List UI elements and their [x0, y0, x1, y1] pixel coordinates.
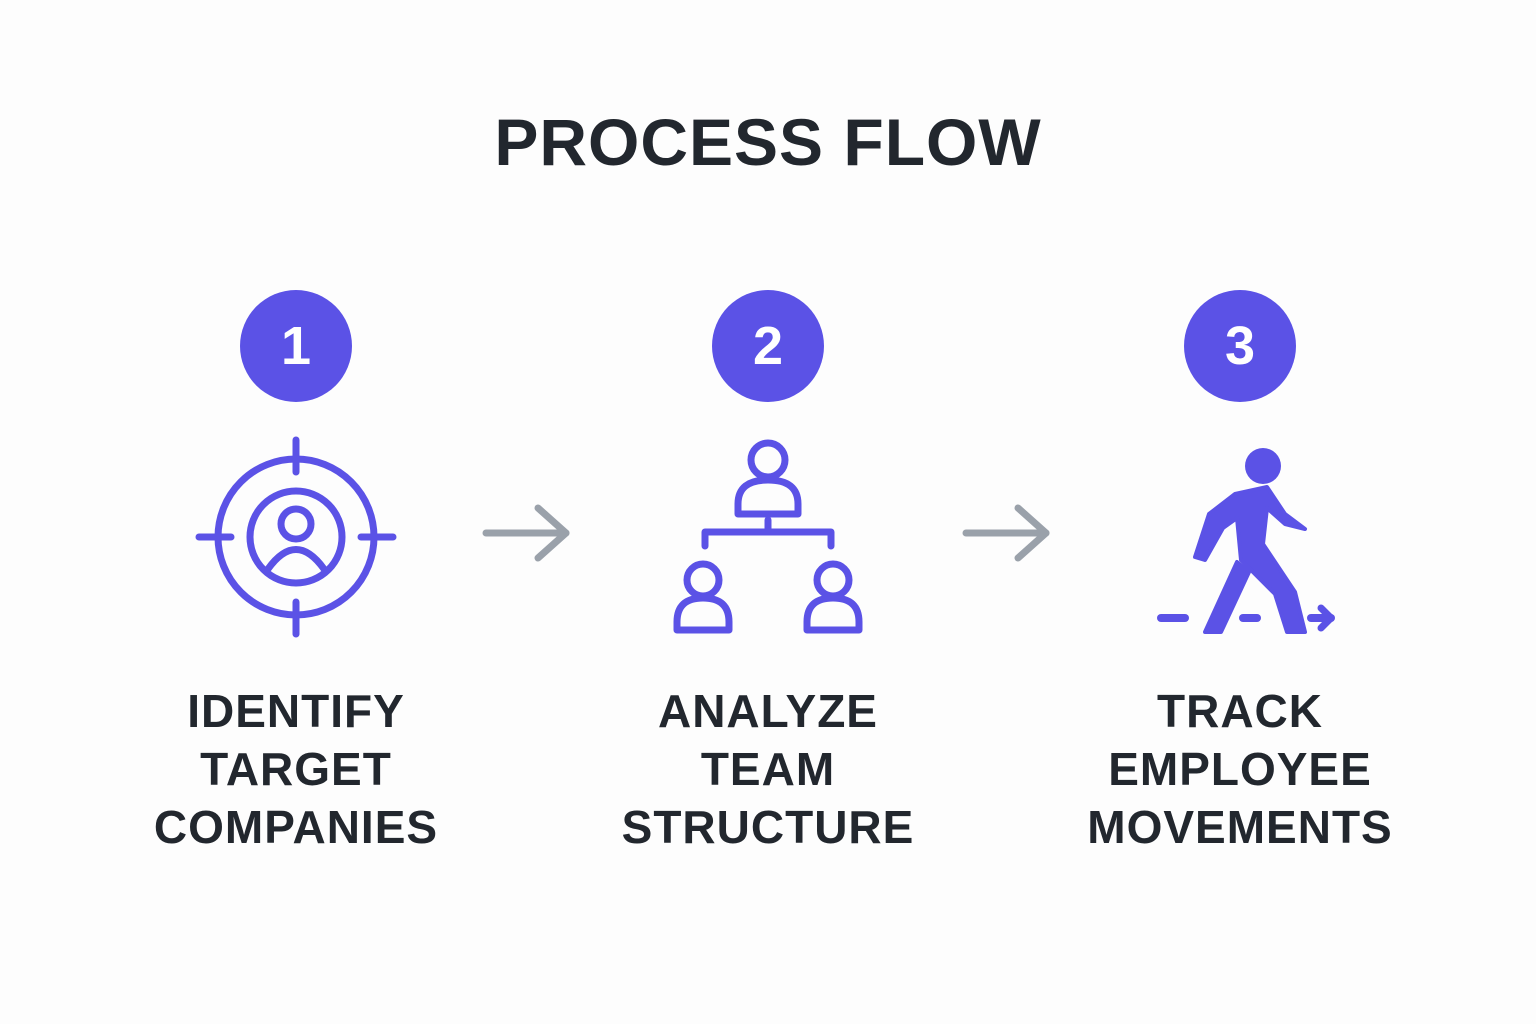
label-line: ANALYZE: [657, 685, 878, 737]
label-line: MOVEMENTS: [1087, 801, 1393, 853]
step-number-badge: 2: [712, 290, 824, 402]
step-3: 3 TRACK EMPLOYEE MOVEMENTS: [1030, 290, 1450, 856]
step-label: IDENTIFY TARGET COMPANIES: [154, 682, 438, 856]
step-number-badge: 3: [1184, 290, 1296, 402]
arrow-right-icon: [962, 504, 1050, 562]
label-line: TARGET: [200, 743, 392, 795]
step-label: TRACK EMPLOYEE MOVEMENTS: [1087, 682, 1392, 856]
arrow-right-icon: [482, 504, 570, 562]
label-line: COMPANIES: [153, 801, 439, 853]
label-line: EMPLOYEE: [1108, 743, 1372, 795]
label-line: TEAM: [700, 743, 836, 795]
org-chart-icon: [673, 439, 863, 634]
walking-person-icon: [1157, 448, 1335, 634]
target-person-icon: [195, 436, 397, 638]
label-line: STRUCTURE: [621, 801, 915, 853]
label-line: TRACK: [1157, 685, 1323, 737]
step-label: ANALYZE TEAM STRUCTURE: [622, 682, 915, 856]
step-1: 1 IDENTIFY TARGET COMPANIES: [86, 290, 506, 856]
label-line: IDENTIFY: [187, 685, 405, 737]
page-title: PROCESS FLOW: [494, 105, 1042, 179]
step-number-badge: 1: [240, 290, 352, 402]
step-2: 2 ANALYZE TEAM STRUCTURE: [558, 290, 978, 856]
